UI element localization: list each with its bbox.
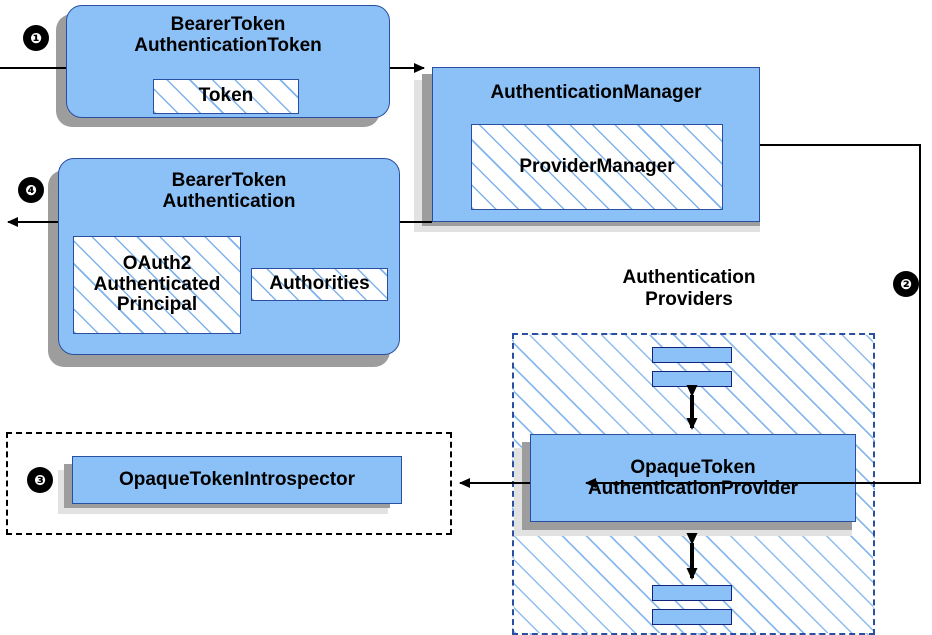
authentication-manager-title: AuthenticationManager: [490, 82, 702, 103]
authentication-manager-box[interactable]: AuthenticationManager ProviderManager: [432, 67, 760, 222]
bearer-token-authentication-token-box[interactable]: BearerToken AuthenticationToken Token: [66, 5, 390, 118]
provider-stack-bar-bottom-2: [652, 609, 732, 625]
bearer-token-authentication-title-line2: Authentication: [162, 191, 296, 213]
oauth2-principal-line2: Authenticated: [93, 273, 221, 295]
bearer-token-authentication-box[interactable]: BearerToken Authentication OAuth2 Authen…: [58, 158, 400, 355]
provider-stack-bar-top-2: [652, 371, 732, 387]
bearer-token-authentication-token-title-line2: AuthenticationToken: [134, 35, 322, 57]
authentication-providers-label-line1: Authentication: [622, 267, 756, 288]
oauth2-principal-line3: Principal: [116, 294, 198, 316]
opaque-token-introspector-box[interactable]: OpaqueTokenIntrospector: [72, 456, 402, 504]
opaque-token-authentication-provider-box[interactable]: OpaqueToken AuthenticationProvider: [530, 434, 856, 522]
provider-stack-bar-bottom-1: [652, 585, 732, 601]
authentication-providers-label: Authentication Providers: [589, 267, 789, 311]
authorities-inner-box[interactable]: Authorities: [251, 268, 388, 301]
step-badge-1: ❶: [24, 26, 48, 50]
step-badge-4: ❹: [19, 178, 43, 202]
oauth2-authenticated-principal-inner-box[interactable]: OAuth2 Authenticated Principal: [73, 236, 241, 334]
oauth2-principal-line1: OAuth2: [122, 252, 192, 274]
opaque-token-introspector-container: [6, 432, 452, 535]
opaque-token-introspector-title: OpaqueTokenIntrospector: [118, 469, 356, 491]
step-badge-2: ❷: [894, 272, 918, 296]
opaque-token-authentication-provider-line1: OpaqueToken: [630, 456, 756, 478]
provider-manager-inner-box[interactable]: ProviderManager: [471, 124, 723, 210]
bearer-token-authentication-title-line1: BearerToken: [171, 170, 287, 191]
provider-stack-bar-top-1: [652, 347, 732, 363]
authentication-providers-label-line2: Providers: [645, 288, 733, 310]
opaque-token-authentication-provider-line2: AuthenticationProvider: [587, 478, 799, 499]
token-inner-box[interactable]: Token: [153, 79, 299, 114]
step-badge-3: ❸: [28, 468, 52, 492]
bearer-token-authentication-token-title-line1: BearerToken: [170, 14, 286, 35]
